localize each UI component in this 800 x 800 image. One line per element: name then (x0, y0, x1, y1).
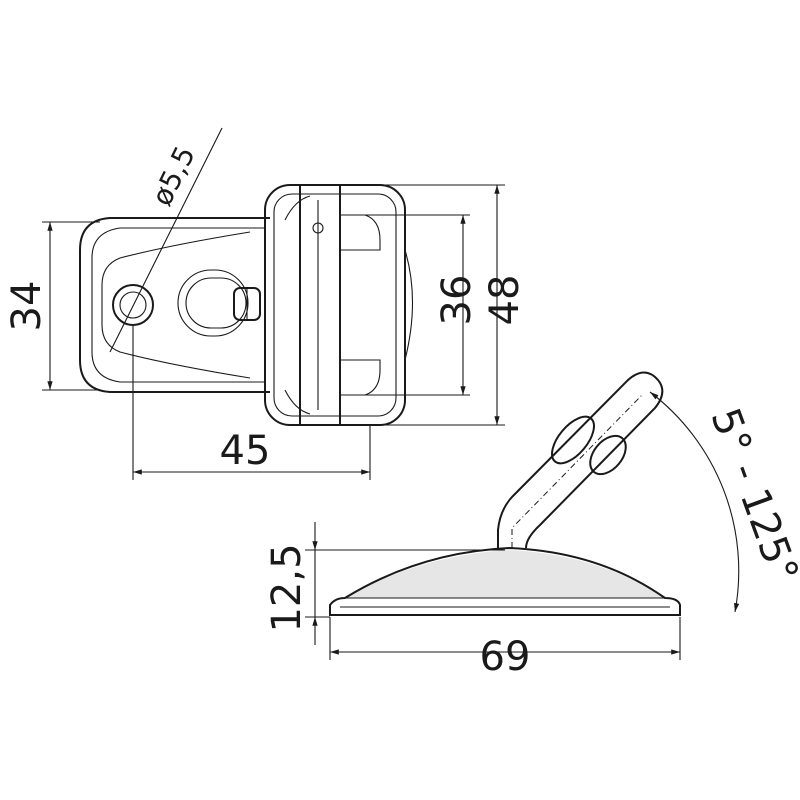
dim-angle-label: 5° - 125° (702, 402, 800, 588)
base-profile (329, 546, 681, 616)
base-plate (79, 217, 413, 393)
dim-45-label: 45 (220, 428, 271, 474)
side-view: 12,5 69 5° - 125° (264, 371, 800, 680)
dimension-36: 36 (365, 214, 480, 396)
top-view: 34 45 36 48 ø5,5 (4, 127, 528, 480)
dimension-45: 45 (132, 325, 371, 480)
dim-36-label: 36 (434, 275, 480, 326)
pivot-arm (497, 371, 664, 549)
dimension-69: 69 (329, 617, 681, 680)
clamp-bracket (264, 184, 406, 426)
dimension-48: 48 (380, 184, 528, 426)
dim-48-label: 48 (482, 275, 528, 326)
dimension-angle: 5° - 125° (649, 391, 800, 613)
dimension-34: 34 (4, 221, 100, 391)
dim-12-5-label: 12,5 (264, 543, 310, 632)
dim-hole-label: ø5,5 (145, 141, 202, 211)
dimension-12-5: 12,5 (264, 522, 505, 645)
dim-34-label: 34 (4, 281, 50, 332)
dim-69-label: 69 (480, 634, 531, 680)
